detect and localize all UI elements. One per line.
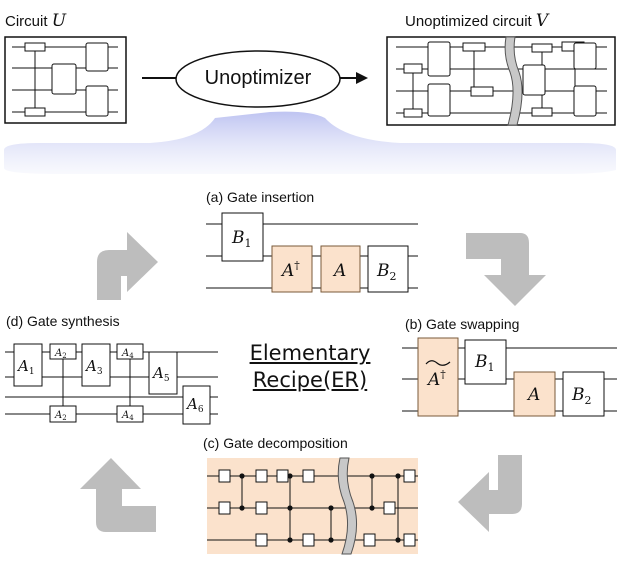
gate-d-a4-top: A4	[121, 348, 134, 360]
unoptimizer-glow	[4, 111, 616, 174]
gate-d-a2-bottom: A2	[54, 410, 67, 422]
circuit-u-box	[4, 36, 127, 124]
arrow-a-to-b	[466, 233, 546, 306]
gate-a-b1: B1	[231, 228, 252, 250]
arrow-d-to-a	[97, 232, 158, 300]
gate-d-a2-top: A2	[54, 348, 67, 360]
circuit-v-box	[386, 36, 616, 126]
gate-d-a5: A5	[151, 364, 170, 384]
circuit-v-prefix: Unoptimized circuit	[405, 13, 532, 30]
gate-b-b2: B2	[571, 385, 592, 407]
gate-d-a4-bottom: A4	[121, 410, 134, 422]
circuit-u-title: Circuit U	[5, 11, 66, 31]
gate-d-a1: A1	[16, 357, 35, 377]
unoptimizer-label: Unoptimizer	[204, 67, 312, 89]
gate-b-a: A	[526, 385, 540, 405]
circuit-c	[207, 457, 418, 555]
gate-b-adag-tilde	[425, 360, 451, 366]
arrow-b-to-c	[458, 455, 522, 532]
gate-d-a6: A6	[185, 395, 204, 415]
elementary-recipe-label: Elementary Recipe(ER)	[236, 340, 384, 394]
gate-a-b2: B2	[376, 261, 397, 283]
circuit-a	[206, 212, 418, 293]
unoptimizer-ellipse	[175, 50, 341, 108]
circuit-u-var: U	[51, 11, 67, 31]
gate-d-a3: A3	[84, 357, 103, 377]
cycle-arrows	[80, 232, 546, 532]
circuit-b	[402, 337, 617, 417]
elementary-recipe-line1: Elementary	[249, 341, 371, 365]
circuit-v-var: V	[535, 11, 549, 31]
flow-arrow-head	[356, 72, 368, 84]
step-b-label: (b) Gate swapping	[405, 316, 520, 332]
circuit-u-prefix: Circuit	[5, 13, 48, 30]
gate-b-adag: A†	[426, 368, 446, 390]
step-c-label: (c) Gate decomposition	[203, 435, 348, 451]
step-d-label: (d) Gate synthesis	[6, 313, 120, 329]
circuit-d	[5, 343, 218, 425]
arrow-c-to-d	[80, 458, 156, 532]
gate-b-b1: B1	[474, 352, 495, 374]
step-a-label: (a) Gate insertion	[206, 189, 315, 205]
gate-a-a: A	[332, 261, 346, 281]
elementary-recipe-line2: Recipe(ER)	[252, 368, 368, 392]
gate-labels: B1 A† A B2 A† B1 A B2 A1 A2 A2 A3 A4 A4 …	[16, 228, 592, 422]
circuit-v-title: Unoptimized circuit V	[405, 11, 548, 31]
gate-a-adag: A†	[280, 259, 300, 281]
